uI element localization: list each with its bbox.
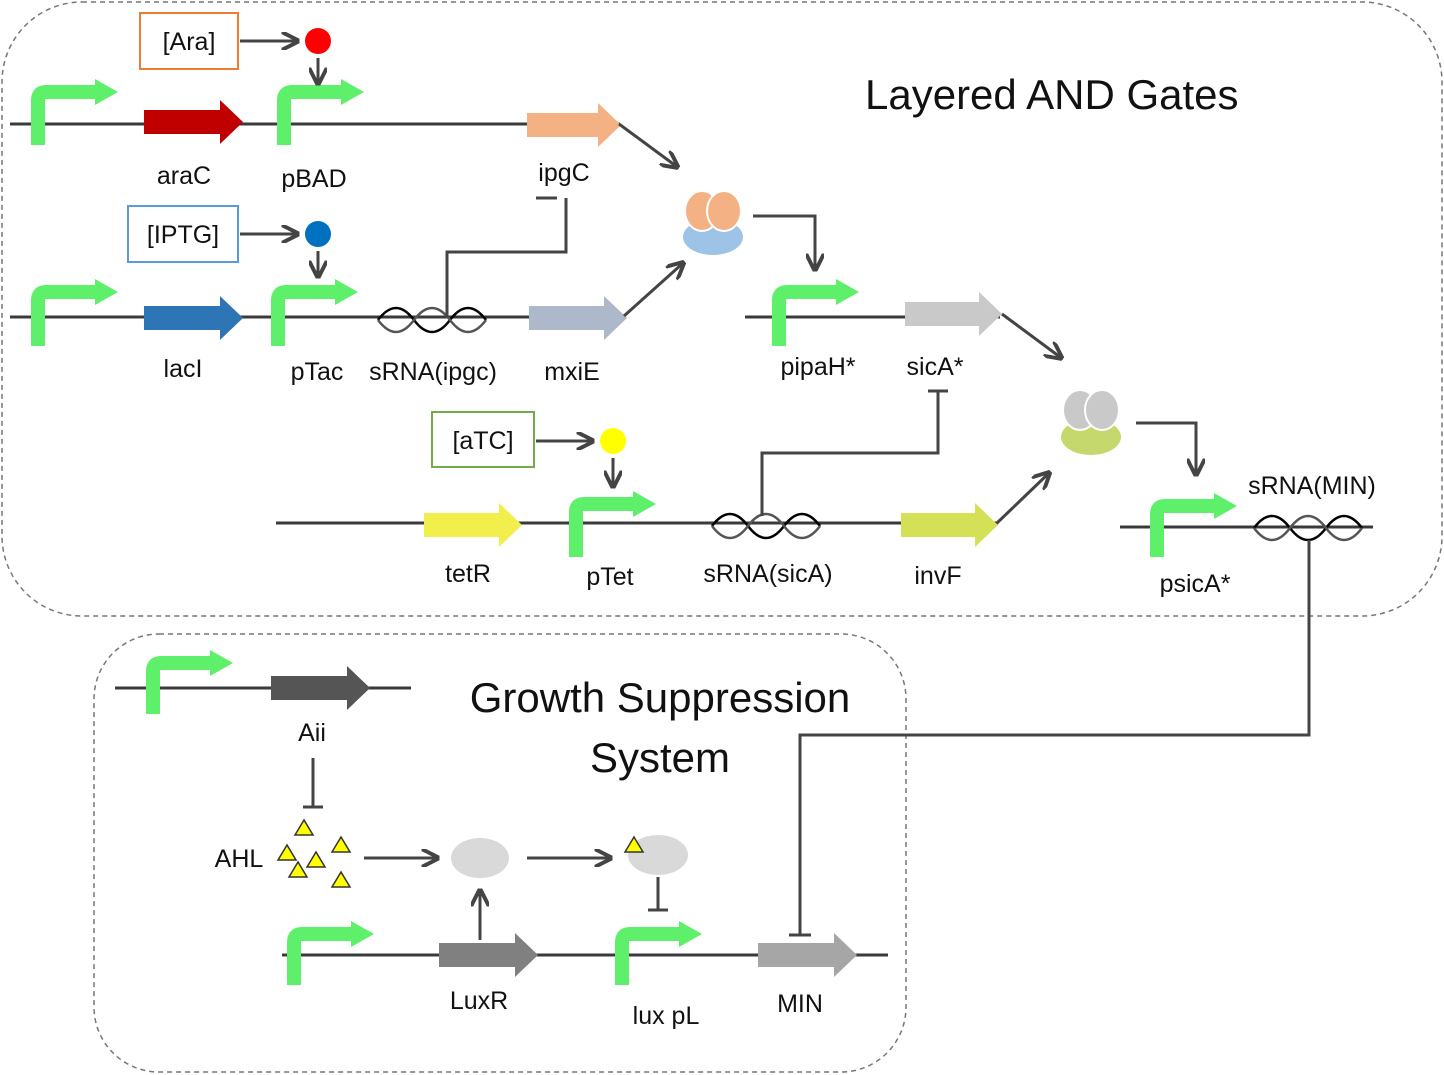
complex-to-psica-arrow	[1136, 421, 1196, 473]
luxr-label: LuxR	[450, 987, 508, 1015]
ahl-label: AHL	[215, 845, 264, 873]
ara-label: [Ara]	[163, 28, 216, 56]
growth-suppression-title-line2: System	[590, 734, 730, 781]
iptg-label: [IPTG]	[147, 221, 219, 249]
srna-sica-label: sRNA(sicA)	[703, 560, 832, 588]
arac-gene-arrow	[144, 100, 243, 144]
arac-label: araC	[157, 162, 211, 190]
growth-suppression-box	[93, 633, 907, 1073]
promoter-luxr-icon	[287, 921, 374, 985]
invf-gene-arrow	[901, 503, 998, 547]
sica-to-complex-arrow	[1001, 312, 1060, 357]
ahl-molecules-icon	[276, 818, 352, 888]
laci-gene-arrow	[144, 296, 243, 340]
promoter-luxpl-icon	[615, 921, 702, 985]
sica-gene-arrow	[905, 292, 1002, 336]
srna-min-label: sRNA(MIN)	[1248, 472, 1376, 500]
invf-label: invF	[914, 562, 961, 590]
ptac-label: pTac	[291, 358, 344, 386]
promoter-ptet-icon	[569, 491, 656, 557]
promoter-pbad-icon	[277, 79, 364, 145]
ara-molecule-icon	[305, 28, 331, 54]
sica-label: sicA*	[907, 353, 964, 381]
promoter-psica-icon	[1150, 493, 1237, 557]
aii-gene-arrow	[271, 666, 370, 710]
min-gene-arrow	[758, 933, 857, 977]
complex-to-pipah-arrow	[753, 214, 815, 268]
atc-label: [aTC]	[452, 427, 513, 455]
tetr-gene-arrow	[424, 503, 522, 547]
sica-invf-complex-icon	[1061, 389, 1121, 455]
atc-inducer-box	[431, 411, 535, 468]
tetr-label: tetR	[445, 560, 491, 588]
srna-ipgc-helix-icon	[377, 306, 487, 334]
psica-label: psicA*	[1160, 570, 1231, 598]
promoter-2-icon	[31, 279, 118, 346]
ptet-label: pTet	[586, 563, 633, 591]
iptg-molecule-icon	[305, 221, 331, 247]
pbad-label: pBAD	[281, 165, 346, 193]
laci-label: lacI	[164, 355, 203, 383]
layered-and-gates-title: Layered AND Gates	[865, 71, 1239, 118]
promoter-1-icon	[31, 79, 118, 145]
atc-molecule-icon	[600, 428, 626, 454]
promoter-ptac-icon	[271, 279, 358, 346]
growth-suppression-title-line1: Growth Suppression	[470, 674, 851, 721]
ipgc-gene-arrow	[527, 103, 621, 147]
srna-ipgc-repression-line	[445, 198, 568, 317]
ipgc-mxie-complex-icon	[683, 190, 743, 255]
srna-sica-helix-icon	[711, 512, 821, 540]
promoter-aii-icon	[146, 650, 233, 714]
srna-ipgc-label: sRNA(ipgc)	[369, 358, 497, 386]
min-label: MIN	[777, 990, 823, 1018]
ipgc-label: ipgC	[538, 159, 589, 187]
srna-sica-repression-line	[760, 391, 940, 516]
pipah-label: pipaH*	[780, 353, 855, 381]
luxpl-label: lux pL	[633, 1002, 700, 1030]
luxr-ahl-complex-icon	[628, 835, 688, 875]
mxie-label: mxiE	[544, 358, 600, 386]
layered-and-gates-box	[1, 1, 1443, 617]
ara-inducer-box	[139, 12, 239, 70]
iptg-inducer-box	[127, 205, 239, 263]
ipgc-to-complex-arrow	[618, 122, 676, 166]
luxr-gene-arrow	[439, 933, 538, 977]
invf-to-complex-arrow	[995, 474, 1048, 525]
mxie-to-complex-arrow	[622, 264, 682, 318]
ahl-bound-icon	[623, 835, 645, 853]
promoter-pipah-icon	[772, 279, 859, 346]
mxie-gene-arrow	[529, 296, 627, 340]
srna-min-repression-line	[798, 540, 1311, 935]
luxr-protein-icon	[451, 838, 509, 878]
aii-label: Aii	[298, 719, 326, 747]
